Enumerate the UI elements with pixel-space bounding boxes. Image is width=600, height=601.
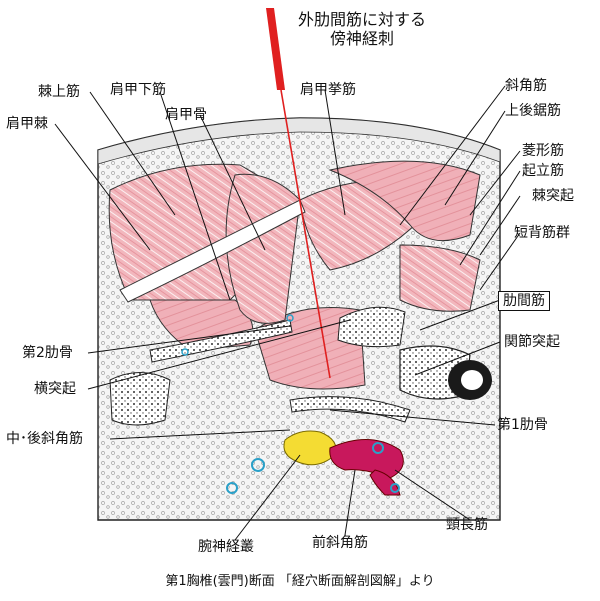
figure-caption: 第1胸椎(雲門)断面 「経穴断面解剖図解」より — [165, 574, 435, 589]
label-serratus-posterior-superior: 上後鋸筋 — [505, 103, 561, 119]
label-anterior-scalene: 前斜角筋 — [312, 535, 368, 551]
label-supraspinatus: 棘上筋 — [38, 84, 80, 100]
title-line-1: 外肋間筋に対する — [297, 10, 426, 29]
title-line-2: 傍神経刺 — [329, 29, 394, 48]
label-intercostal: 肋間筋 — [498, 291, 550, 311]
label-scapular-spine: 肩甲棘 — [6, 116, 48, 132]
label-spinous-process: 棘突起 — [532, 188, 574, 204]
neurovascular — [181, 314, 404, 496]
label-scalene: 斜角筋 — [505, 78, 547, 94]
label-longus-colli: 頸長筋 — [446, 517, 488, 533]
label-brachial-plexus: 腕神経叢 — [198, 539, 254, 555]
label-erector-spinae: 起立筋 — [522, 163, 564, 179]
diagram-title: 外肋間筋に対する 傍神経刺 — [282, 10, 442, 48]
label-transverse-process: 横突起 — [34, 381, 76, 397]
label-scapula: 肩甲骨 — [165, 107, 207, 123]
label-articular-process: 関節突起 — [504, 334, 560, 350]
label-middle-posterior-scalene: 中･後斜角筋 — [6, 431, 83, 447]
leader-lines — [54, 85, 521, 541]
needle — [266, 8, 331, 379]
label-subscapularis: 肩甲下筋 — [110, 82, 166, 98]
label-short-back-muscles: 短背筋群 — [514, 225, 570, 241]
label-first-rib: 第1肋骨 — [497, 417, 548, 433]
label-second-rib: 第2肋骨 — [22, 345, 73, 361]
label-rhomboid: 菱形筋 — [522, 143, 564, 159]
label-levator-scapulae: 肩甲挙筋 — [300, 82, 356, 98]
